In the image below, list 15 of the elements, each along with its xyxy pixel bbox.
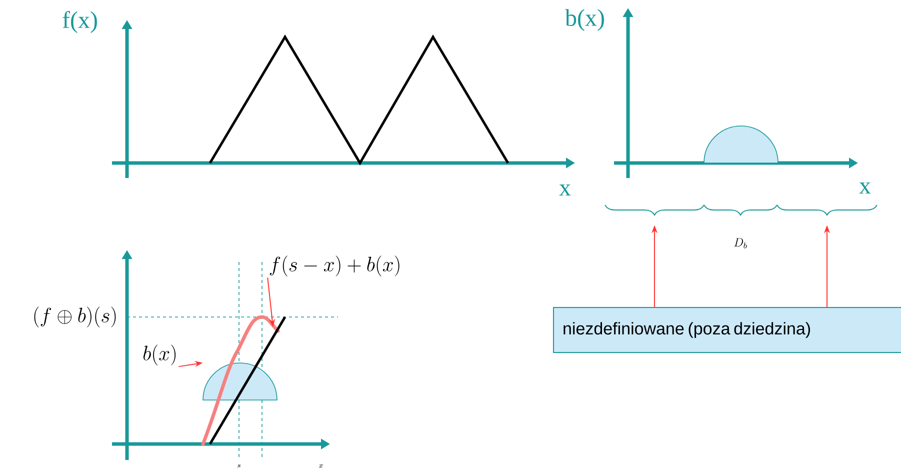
- brace: [776, 204, 878, 216]
- formula-label: $D_b$: [734, 238, 747, 248]
- formula-label: $b(x)$: [144, 344, 176, 366]
- note-box: niezdefiniowane (poza dziedzina): [553, 307, 901, 353]
- formula-label: $x$: [319, 464, 323, 468]
- formula-label: $s$: [238, 464, 240, 468]
- axis-label: f(x): [62, 11, 97, 33]
- brace: [604, 204, 704, 216]
- brace: [704, 204, 778, 216]
- semicircle: [704, 126, 778, 164]
- axis-label: x: [559, 184, 571, 196]
- formula-label: $f(s-x)+b(x)$: [270, 256, 400, 276]
- sum-curve: [201, 315, 280, 446]
- formula-label: $(f\oplus b)(s)$: [34, 306, 116, 328]
- axis-label: b(x): [565, 9, 604, 31]
